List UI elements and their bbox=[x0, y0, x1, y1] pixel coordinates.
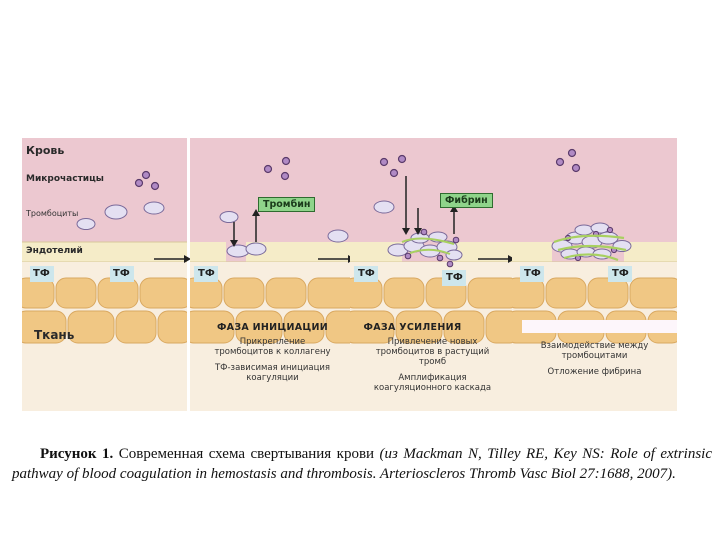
tf-label: ТФ bbox=[612, 268, 629, 279]
description-line: Прикрепление bbox=[239, 337, 306, 347]
panel-2-illustration bbox=[190, 138, 355, 411]
panel-initiation-phase: Тромбин ТФ ФАЗА ИНИЦИАЦИИ Прикрепление т… bbox=[190, 138, 355, 411]
figure-label: Рисунок 1. bbox=[40, 446, 114, 462]
endothelium-label: Эндотелий bbox=[26, 246, 83, 256]
tf-label: ТФ bbox=[524, 268, 541, 279]
arrow-right-icon bbox=[478, 255, 515, 263]
tf-label: ТФ bbox=[113, 268, 130, 279]
description-line: коагуляции bbox=[246, 373, 299, 383]
phase-description: Взаимодействие между тромбоцитами Отложе… bbox=[512, 341, 677, 377]
tf-label: ТФ bbox=[446, 272, 463, 283]
panel-blood-vessel: Кровь Микрочастицы Тромбоциты Эндотелий … bbox=[22, 138, 187, 411]
panel-3-illustration bbox=[350, 138, 515, 411]
description-line: ТФ-зависимая инициация bbox=[214, 363, 331, 373]
description-line: тромб bbox=[418, 357, 447, 367]
description-line: тромбоцитами bbox=[561, 351, 628, 361]
platelets-label: Тромбоциты bbox=[26, 209, 79, 218]
panel-4-illustration bbox=[512, 138, 677, 411]
amplification-phase-title: ФАЗА УСИЛЕНИЯ bbox=[363, 322, 462, 333]
description-line: Взаимодействие между bbox=[540, 341, 649, 351]
tf-label: ТФ bbox=[198, 268, 215, 279]
figure-caption: Рисунок 1. Современная схема свертывания… bbox=[12, 444, 712, 484]
initiation-phase-title: ФАЗА ИНИЦИАЦИИ bbox=[216, 322, 329, 333]
blood-label: Кровь bbox=[26, 144, 65, 157]
arrow-right-icon bbox=[154, 255, 191, 263]
description-line: тромбоцитов к коллагену bbox=[214, 347, 331, 357]
tissue-label: Ткань bbox=[34, 328, 75, 342]
caption-citation: (из Mackman N, Tilley RE, Key NS: Role o… bbox=[12, 446, 712, 482]
thrombin-label: Тромбин bbox=[258, 197, 316, 212]
fibrin-label: Фибрин bbox=[440, 193, 493, 208]
microparticles-label: Микрочастицы bbox=[26, 174, 104, 184]
tf-label: ТФ bbox=[33, 268, 50, 279]
blank-title-box bbox=[522, 320, 677, 333]
panel-amplification-phase: Фибрин ТФ ТФ ФАЗА УСИЛЕНИЯ Привлечение н… bbox=[350, 138, 515, 411]
description-line: коагуляционного каскада bbox=[373, 383, 492, 393]
description-line: тромбоцитов в растущий bbox=[375, 347, 490, 357]
description-line: Отложение фибрина bbox=[547, 367, 642, 377]
phase-description: Привлечение новых тромбоцитов в растущий… bbox=[350, 337, 515, 393]
description-line: Привлечение новых bbox=[387, 337, 478, 347]
phase-description: Прикрепление тромбоцитов к коллагену ТФ-… bbox=[190, 337, 355, 383]
caption-text: Современная схема свертывания крови bbox=[118, 446, 375, 462]
panel-propagation-phase: ТФ ТФ Взаимодействие между тромбоцитами … bbox=[512, 138, 677, 411]
panel-1-illustration bbox=[22, 138, 187, 411]
description-line: Амплификация bbox=[398, 373, 467, 383]
tf-label: ТФ bbox=[358, 268, 375, 279]
